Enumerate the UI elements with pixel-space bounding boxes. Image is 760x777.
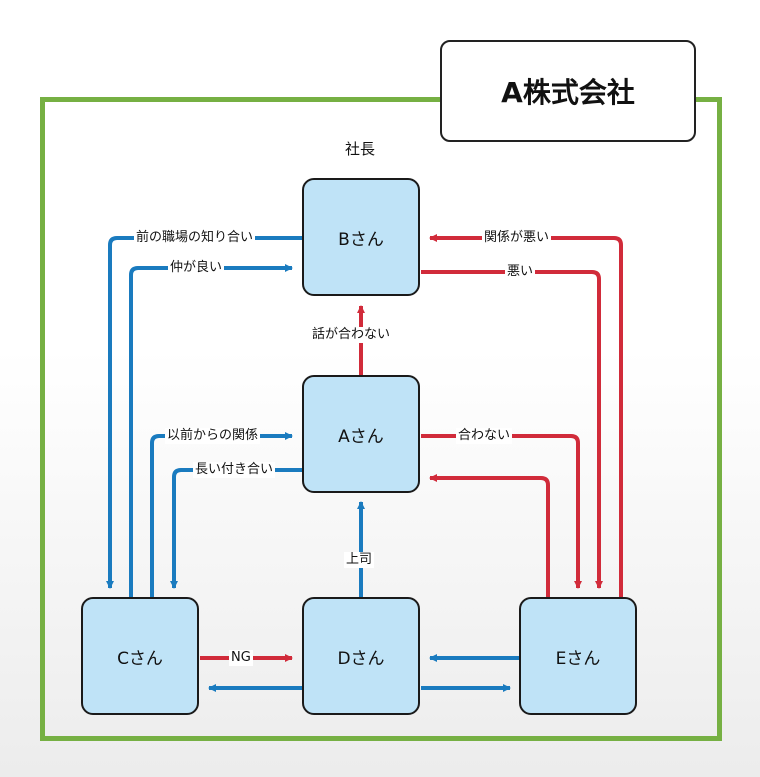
edge-b-to-e <box>421 270 603 589</box>
node-e[interactable]: Eさん <box>519 597 637 715</box>
edge-c-to-b <box>129 264 293 597</box>
label-long-relation: 以前からの関係 <box>165 428 261 444</box>
company-title-box: A株式会社 <box>440 40 696 142</box>
node-a-label: Aさん <box>338 426 384 447</box>
label-good-terms: 仲が良い <box>168 260 225 276</box>
company-name: A株式会社 <box>501 76 635 109</box>
label-not-match: 合わない <box>456 428 513 444</box>
label-boss: 上司 <box>344 552 375 568</box>
node-d[interactable]: Dさん <box>302 597 420 715</box>
node-d-label: Dさん <box>337 648 385 669</box>
label-former-workplace: 前の職場の知り合い <box>134 230 256 246</box>
label-bad: 悪い <box>505 264 536 280</box>
node-b[interactable]: Bさん <box>302 178 420 296</box>
node-b-label: Bさん <box>338 229 384 250</box>
label-not-get-along: 話が合わない <box>310 327 393 343</box>
node-c-label: Cさん <box>117 648 163 669</box>
node-c[interactable]: Cさん <box>81 597 199 715</box>
edge-a-to-e <box>421 434 582 589</box>
edge-a-to-c <box>170 468 302 589</box>
label-bad-relation: 関係が悪い <box>482 230 552 246</box>
edge-b-to-c <box>106 236 302 589</box>
label-long-acquaintance: 長い付き合い <box>193 462 276 478</box>
company-frame <box>40 97 722 741</box>
edge-c-to-a <box>150 432 293 597</box>
label-ng: NG <box>229 650 253 666</box>
node-a[interactable]: Aさん <box>302 375 420 493</box>
edge-e-to-b <box>429 234 623 597</box>
edge-e-to-a <box>429 474 550 597</box>
president-role-label: 社長 <box>344 140 375 158</box>
node-e-label: Eさん <box>555 648 601 669</box>
